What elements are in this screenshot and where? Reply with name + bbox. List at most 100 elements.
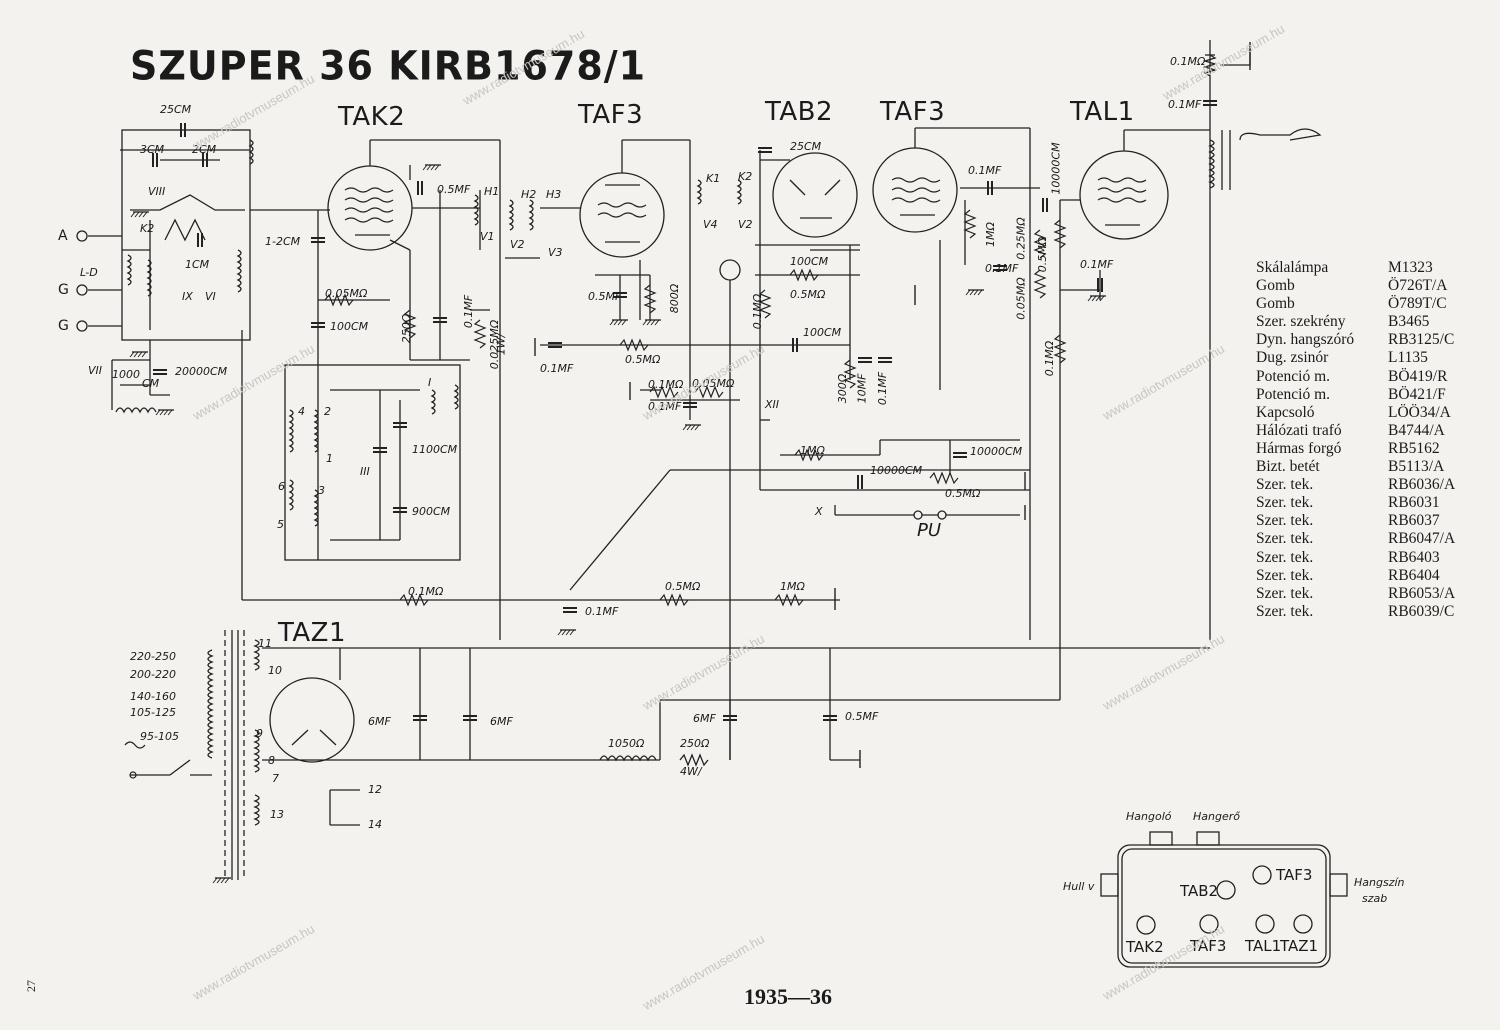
part-code: Ö726T/A: [1388, 277, 1448, 295]
parts-list-row: Szer. tek.RB6037: [1256, 512, 1455, 530]
part-name: Szer. tek.: [1256, 602, 1314, 620]
switch-label: VII: [88, 364, 103, 377]
part-name: Potenció m.: [1256, 367, 1331, 385]
layout-taz1-label: TAZ1: [1280, 937, 1319, 955]
value-label: 0.1MΩ: [1170, 55, 1206, 68]
value-label: 0.05MΩ: [1014, 277, 1028, 320]
value-label: 0.5MF: [588, 290, 622, 303]
parts-list-row: Szer. tek.RB6036/A: [1256, 476, 1455, 494]
layout-taf3b-label: TAF3: [1190, 937, 1227, 955]
value-label: 2CM: [192, 143, 217, 156]
part-name: Dyn. hangszóró: [1256, 331, 1355, 349]
switch-label: VI: [205, 290, 216, 303]
coil-number: 9: [256, 727, 263, 740]
part-code: B5113/A: [1388, 458, 1445, 476]
coil-label: H2: [521, 188, 537, 201]
ld-label: L-D: [80, 266, 98, 279]
value-label: 0.1MF: [1080, 258, 1114, 271]
coil-number: 11: [258, 637, 272, 650]
part-code: RB6036/A: [1388, 476, 1456, 494]
layout-hangero-label: Hangerő: [1193, 810, 1240, 823]
tube-label-taz1: TAZ1: [278, 618, 347, 648]
part-code: M1323: [1388, 259, 1433, 276]
tube-label-tal1: TAL1: [1070, 97, 1135, 127]
switch-label: I: [428, 376, 432, 389]
part-name: Szer. tek.: [1256, 584, 1314, 602]
part-code: RB6039/C: [1388, 602, 1455, 620]
value-label: 0.1MF: [985, 262, 1019, 275]
value-label: 0.05MΩ: [325, 287, 368, 300]
value-label: 0.1MF: [968, 164, 1002, 177]
value-label: 0.25MΩ: [1014, 217, 1028, 260]
part-name: Szer. tek.: [1256, 548, 1314, 566]
value-label: 250Ω: [400, 313, 414, 344]
value-label: 1000: [112, 368, 140, 381]
coil-number: 13: [270, 808, 284, 821]
part-name: Gomb: [1256, 277, 1295, 295]
parts-list-row: Potenció m.BÖ421/F: [1256, 386, 1455, 404]
value-label: 1050Ω: [608, 737, 645, 750]
value-label: 20000CM: [175, 365, 228, 378]
coil-label: V1: [480, 230, 495, 243]
value-label: 100CM: [803, 326, 842, 339]
coil-label: V3: [548, 246, 563, 259]
part-code: BÖ419/R: [1388, 367, 1448, 385]
value-label: 0.1MΩ: [1043, 340, 1057, 377]
mains-tap: 105-125: [130, 706, 176, 719]
value-label: 1W/: [494, 333, 508, 356]
value-label: 0.5MF: [845, 710, 879, 723]
value-label: 10000CM: [970, 445, 1023, 458]
parts-list-row: Gomb Ö726T/A: [1256, 277, 1455, 295]
value-label: 0.5MΩ: [1036, 236, 1050, 273]
footer-year: 1935—36: [744, 984, 832, 1009]
terminal-a-label: A: [58, 228, 68, 244]
value-label: 6MF: [368, 715, 391, 728]
part-code: B3465: [1388, 313, 1430, 331]
value-label: 100CM: [790, 255, 829, 268]
value-label: 0.5MΩ: [625, 353, 661, 366]
value-label: 6MF: [693, 712, 716, 725]
mains-tap: 220-250: [130, 650, 176, 663]
value-label: 250Ω: [680, 737, 710, 750]
layout-szab-label: szab: [1362, 892, 1388, 905]
coil-number: 12: [368, 783, 382, 796]
part-name: Szer. tek.: [1256, 530, 1314, 548]
coil-label: K1: [706, 172, 721, 185]
coil-label: K2: [738, 170, 753, 183]
tube-label-taf3-2: TAF3: [880, 97, 946, 127]
page-title: SZUPER 36 KIRB1678/1: [130, 42, 647, 90]
value-label: 0.1MF: [540, 362, 574, 375]
tube-label-tab2: TAB2: [765, 97, 834, 127]
mains-tap: 95-105: [140, 730, 179, 743]
parts-list-row: Szer. tek.RB6053/A: [1256, 585, 1455, 603]
part-code: RB5162: [1388, 439, 1440, 457]
value-label: 3CM: [140, 143, 165, 156]
part-name: Szer. tek.: [1256, 494, 1314, 512]
value-label: 1100CM: [412, 443, 458, 456]
switch-label: III: [360, 465, 370, 478]
part-code: B4744/A: [1388, 421, 1445, 439]
layout-hangolo-label: Hangoló: [1126, 810, 1172, 823]
terminal-g1-label: G: [58, 282, 69, 298]
value-label: 100CM: [330, 320, 369, 333]
parts-list-row: Szer. tek. RB6039/C: [1256, 603, 1455, 621]
value-label: 0.1MF: [585, 605, 619, 618]
value-label: 10000CM: [1049, 142, 1063, 195]
coil-number: 6: [278, 480, 285, 493]
part-code: BÖ421/F: [1388, 385, 1446, 403]
coil-label: H3: [546, 188, 562, 201]
part-code: RB6031: [1388, 494, 1440, 512]
value-label: 6MF: [490, 715, 513, 728]
value-label: 300Ω: [836, 373, 850, 404]
coil-number: 2: [324, 405, 331, 418]
coil-number: 1: [326, 452, 333, 465]
switch-label: IX: [182, 290, 193, 303]
part-name: Szer. tek.: [1256, 512, 1314, 530]
value-label: 4W/: [680, 765, 702, 778]
